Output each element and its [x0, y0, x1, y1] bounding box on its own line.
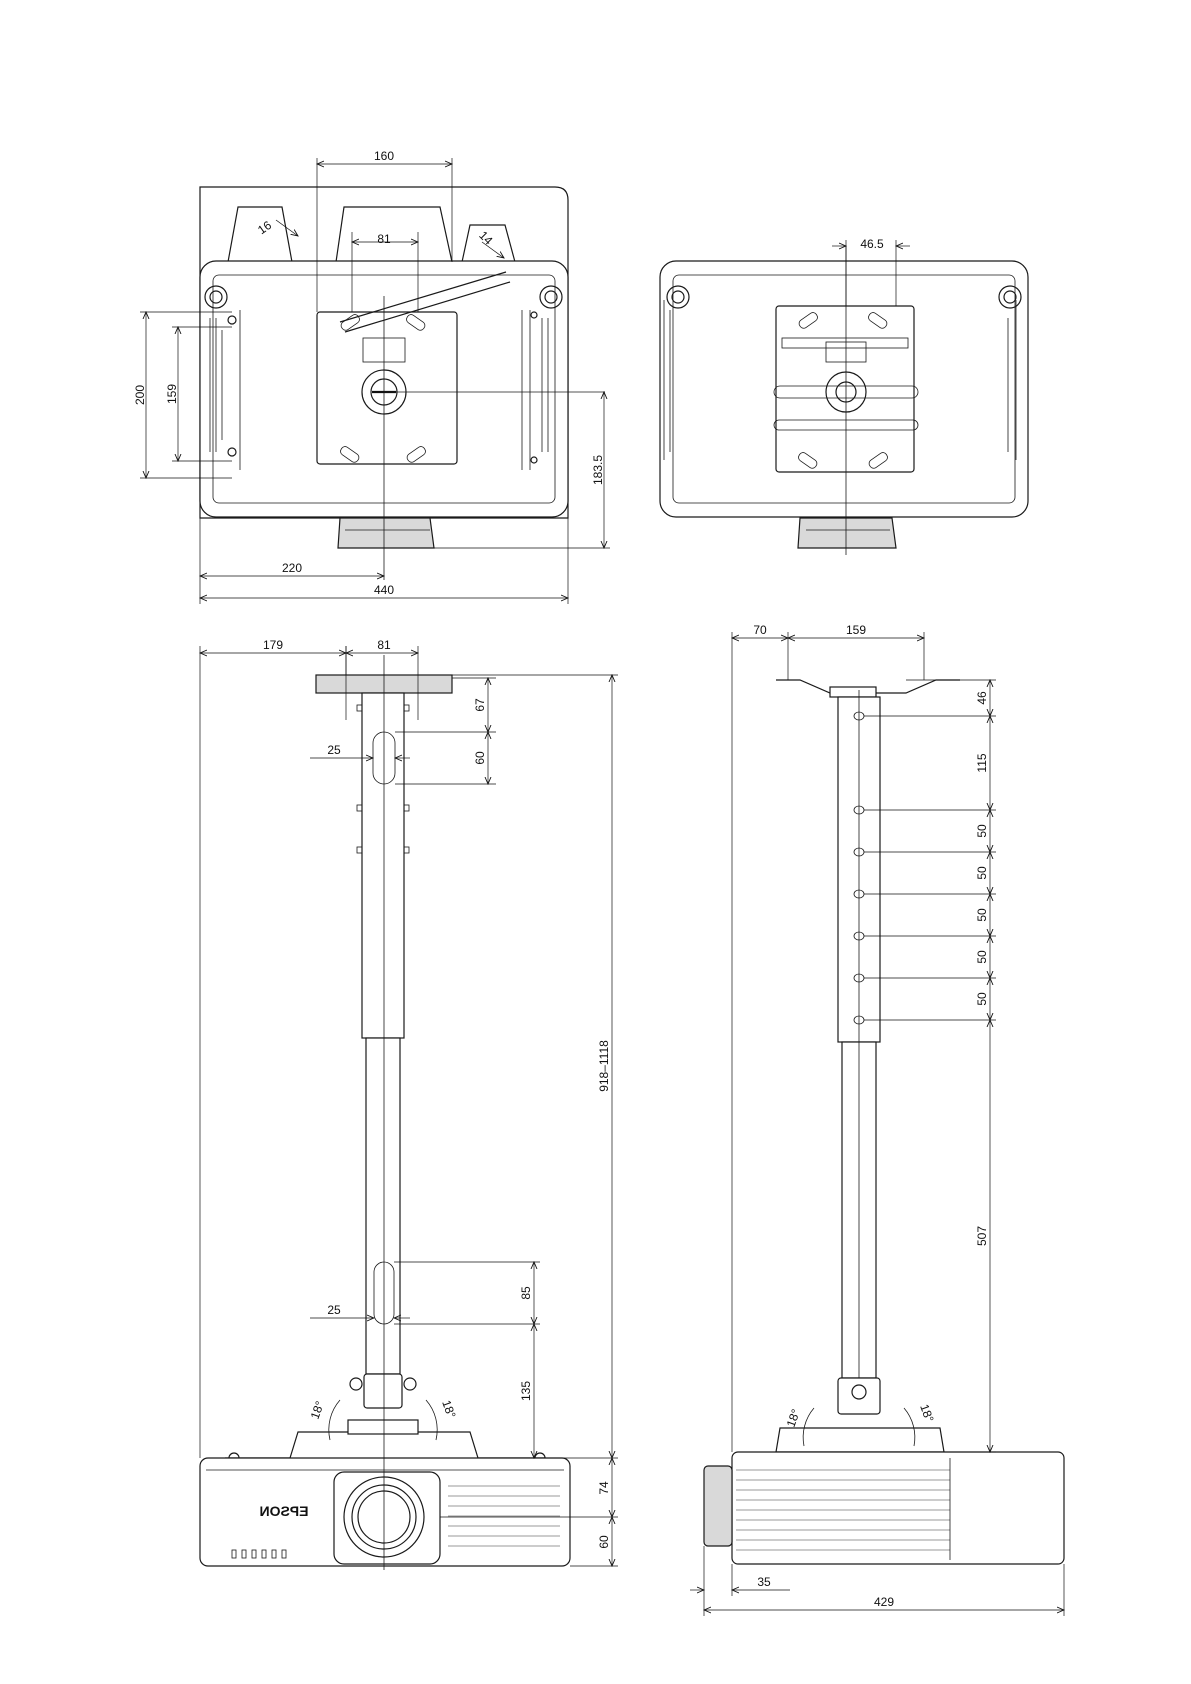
tilt-arc-left-side [803, 1408, 814, 1446]
tilt-arc-right-side [904, 1408, 915, 1446]
dim-label-159: 159 [165, 384, 179, 404]
projector-body-side [732, 1452, 1064, 1564]
dim-label-115: 115 [975, 753, 989, 772]
dim-label-81: 81 [377, 232, 391, 246]
tilt-label-right-side: 18° [917, 1402, 936, 1424]
mount-frame-side [776, 1428, 944, 1452]
dim-label-46: 46 [975, 691, 989, 705]
joint-collar-side [838, 1378, 880, 1414]
dim-label-50-a: 50 [975, 824, 989, 838]
top-tab-middle [336, 207, 452, 262]
dim-label-160: 160 [374, 149, 394, 163]
joint-collar-front [364, 1374, 402, 1408]
dim-label-50-d: 50 [975, 950, 989, 964]
side-view: 18° 18° 70 159 [690, 623, 1064, 1616]
dim-label-25-lower: 25 [327, 1303, 341, 1317]
dim-label-50-c: 50 [975, 908, 989, 922]
dim-label-46-5: 46.5 [860, 237, 884, 251]
dim-label-81-front: 81 [377, 638, 391, 652]
dim-label-179: 179 [263, 638, 283, 652]
ceiling-bracket-hub [830, 687, 876, 697]
tilt-arc-right [426, 1400, 437, 1440]
mount-plate [317, 312, 457, 464]
tilt-arc-left [329, 1400, 340, 1440]
dim-label-67: 67 [473, 698, 487, 712]
dim-label-429: 429 [874, 1595, 894, 1609]
dim-label-50-b: 50 [975, 866, 989, 880]
dim-label-85: 85 [519, 1286, 533, 1300]
brand-mark: EPSON [259, 1503, 308, 1519]
joint-knob-right [404, 1378, 416, 1390]
rear-bracket-r [798, 518, 896, 548]
mount-base-front [348, 1420, 418, 1434]
dim-label-507: 507 [975, 1226, 989, 1246]
dim-label-60-lower: 60 [597, 1535, 611, 1549]
top-view-right: 46.5 [660, 237, 1028, 555]
dim-label-16: 16 [255, 218, 274, 237]
dim-label-50-e: 50 [975, 992, 989, 1006]
top-view-left: 160 81 16 14 200 159 183.5 220 440 [133, 149, 610, 604]
dim-label-35: 35 [757, 1575, 771, 1589]
tilt-label-left-side: 18° [784, 1407, 803, 1429]
dim-label-25-upper: 25 [327, 743, 341, 757]
dim-label-220: 220 [282, 561, 302, 575]
lens-cap-side [704, 1466, 732, 1546]
tilt-label-left-front: 18° [308, 1399, 327, 1421]
dim-label-60-upper: 60 [473, 751, 487, 765]
dim-label-70: 70 [753, 623, 767, 637]
dim-label-183-5: 183.5 [591, 455, 605, 485]
mount-frame-front [225, 1432, 545, 1458]
mount-plate-r [776, 306, 914, 472]
dim-label-74: 74 [597, 1481, 611, 1495]
pole-outer-front [362, 693, 404, 1038]
dim-label-135: 135 [519, 1381, 533, 1401]
rear-bracket [338, 518, 434, 548]
dim-label-200: 200 [133, 385, 147, 405]
front-view: 18° 18° EPSON 179 [200, 638, 618, 1570]
dim-label-height-range: 918–1118 [597, 1040, 611, 1092]
dim-label-440: 440 [374, 583, 394, 597]
joint-knob-left [350, 1378, 362, 1390]
top-tab-left [228, 207, 292, 262]
tilt-label-right-front: 18° [439, 1398, 458, 1420]
dim-label-159-side: 159 [846, 623, 866, 637]
dim-label-14: 14 [476, 228, 496, 248]
